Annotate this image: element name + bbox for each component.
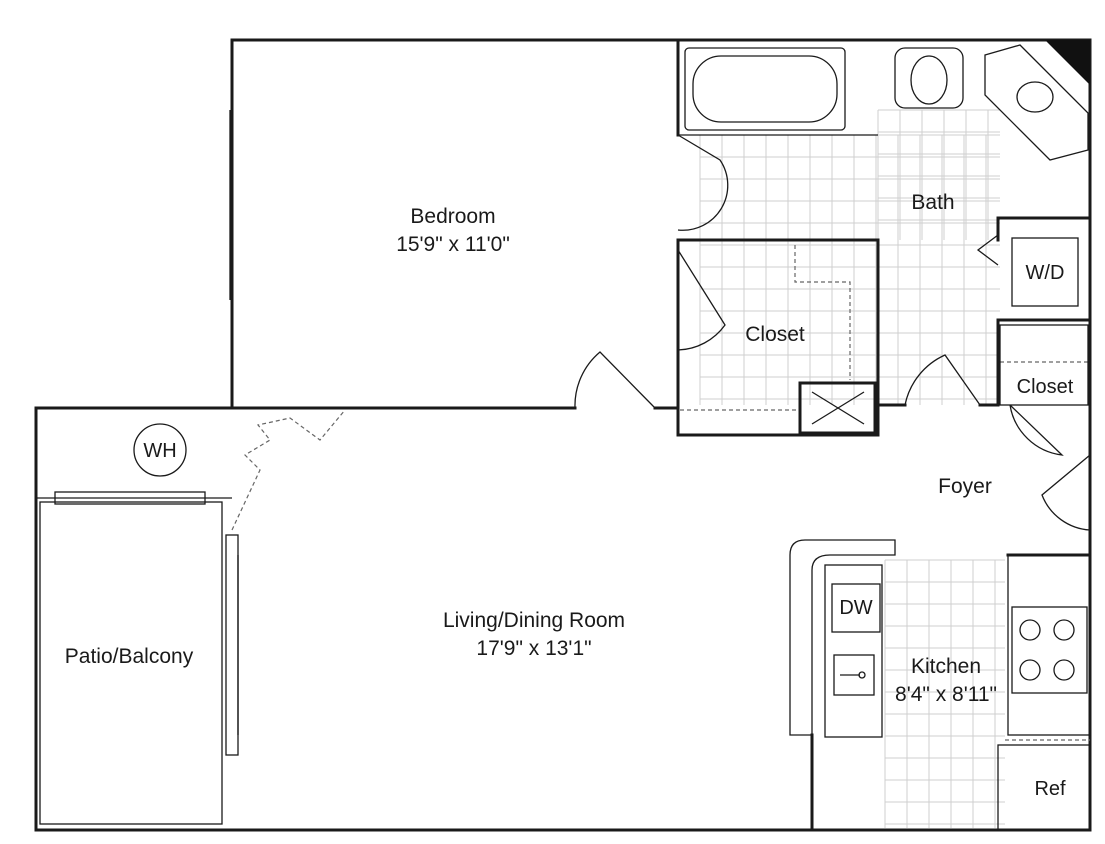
washer-dryer-box (1011, 237, 1079, 307)
foyer-label: Foyer (938, 475, 992, 498)
bedroom-size: 15'9" x 11'0" (396, 233, 510, 256)
room-labels: Bedroom 15'9" x 11'0" Bath Closet Closet… (65, 191, 1074, 800)
living-size: 17'9" x 13'1" (476, 637, 591, 660)
bathtub-icon (684, 47, 846, 131)
washer-dryer-label: W/D (1026, 262, 1065, 284)
kitchen-label: Kitchen (911, 655, 981, 678)
refrigerator-box (997, 744, 1091, 831)
kitchen-counter (789, 539, 896, 736)
refrigerator-label: Ref (1034, 778, 1066, 800)
hall-closet-label: Closet (1017, 376, 1074, 398)
bath-fixtures (684, 44, 1089, 307)
closet-details (680, 245, 1090, 435)
bath-tile-floor (678, 40, 1090, 405)
bath-label: Bath (911, 191, 954, 214)
living-label: Living/Dining Room (443, 609, 625, 632)
patio-label: Patio/Balcony (65, 645, 194, 668)
bedroom-label: Bedroom (410, 205, 495, 228)
stove-icon (1011, 606, 1088, 694)
kitchen-size: 8'4" x 8'11" (895, 683, 997, 706)
bedroom-closet-label: Closet (745, 323, 805, 346)
dishwasher-label: DW (839, 597, 872, 619)
water-heater-label: WH (143, 440, 176, 462)
doors (39, 110, 1091, 825)
kitchen-tile-floor (884, 559, 1005, 828)
toilet-icon (894, 47, 964, 109)
sink-icon (1016, 81, 1054, 113)
dishwasher-box (831, 583, 881, 633)
vanity-icon (984, 44, 1089, 161)
kitchen-fixtures (789, 539, 1091, 831)
water-heater-icon (133, 423, 187, 477)
hvac-unit-icon (798, 381, 877, 435)
kitchen-sink-icon (833, 654, 875, 696)
